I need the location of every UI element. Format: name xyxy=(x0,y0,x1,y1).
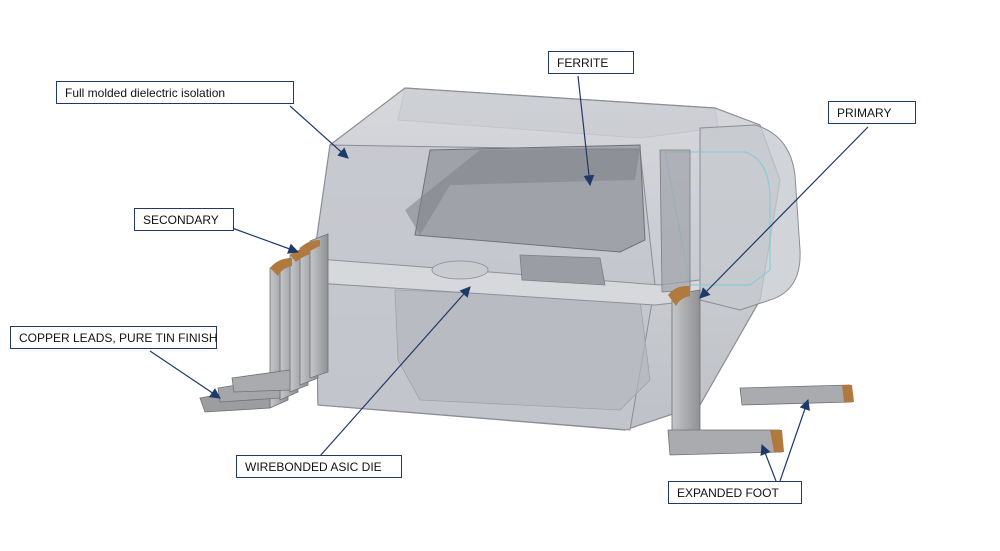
label-expanded-foot: EXPANDED FOOT xyxy=(668,481,802,504)
copper-leads-left xyxy=(199,233,329,413)
arrow-isolation xyxy=(289,105,349,159)
ferrite-core xyxy=(405,144,646,286)
primary-coil xyxy=(659,149,771,293)
arrow-foot-1 xyxy=(760,443,777,482)
arrow-secondary xyxy=(231,227,300,254)
label-copper-leads: COPPER LEADS, PURE TIN FINISH xyxy=(10,326,218,349)
label-full-molded-dielectric-isolation: Full molded dielectric isolation xyxy=(56,81,294,104)
label-wirebonded-asic-die: WIREBONDED ASIC DIE xyxy=(236,455,402,478)
arrow-asic xyxy=(319,286,471,457)
arrow-leads xyxy=(149,350,221,399)
expanded-foot-leads xyxy=(667,285,854,456)
arrow-foot-2 xyxy=(779,398,810,482)
label-primary: PRIMARY xyxy=(828,101,916,124)
callout-arrows xyxy=(149,75,869,482)
label-ferrite: FERRITE xyxy=(548,51,634,74)
label-secondary: SECONDARY xyxy=(134,208,234,231)
arrow-primary xyxy=(699,126,869,299)
arrow-ferrite xyxy=(577,75,595,187)
